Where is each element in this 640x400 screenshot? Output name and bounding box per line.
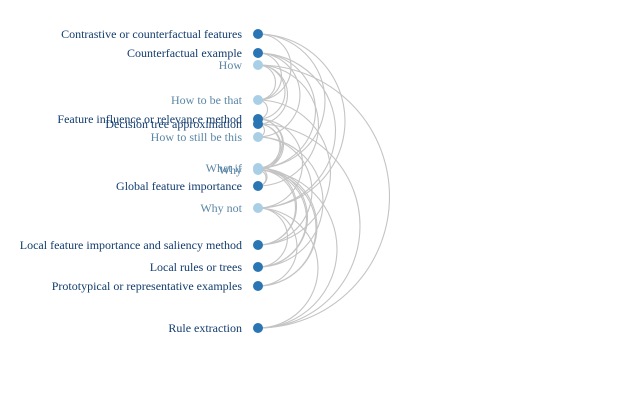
link-why_not-proto bbox=[257, 207, 298, 287]
node-cf_example bbox=[253, 48, 263, 58]
node-label-proto: Prototypical or representative examples bbox=[52, 279, 243, 293]
node-label-how_still: How to still be this bbox=[151, 130, 243, 144]
node-label-feat_infl: Feature influence or relevance method bbox=[57, 112, 242, 126]
link-cf_example-why_not bbox=[257, 52, 337, 209]
node-label-cf_features: Contrastive or counterfactual features bbox=[61, 27, 242, 41]
node-label-global_fi: Global feature importance bbox=[116, 179, 242, 193]
link-why-rule_ext bbox=[257, 169, 338, 329]
node-how_still bbox=[253, 132, 263, 142]
node-rule_ext bbox=[253, 323, 263, 333]
link-why-dt_approx bbox=[257, 123, 282, 171]
link-how_to_be-local_fi bbox=[257, 99, 331, 246]
node-label-what_if: What if bbox=[206, 161, 242, 175]
node-proto bbox=[253, 281, 263, 291]
node-global_fi bbox=[253, 181, 263, 191]
node-layer: Contrastive or counterfactual featuresCo… bbox=[20, 27, 263, 335]
link-cf_example-what_if bbox=[257, 52, 316, 169]
link-how-dt_approx bbox=[257, 64, 288, 125]
link-how-global_fi bbox=[257, 64, 320, 187]
link-why_not-local_rules bbox=[257, 207, 288, 268]
link-how-rule_ext bbox=[257, 64, 391, 329]
node-label-local_rules: Local rules or trees bbox=[150, 260, 243, 274]
node-how_to_be bbox=[253, 95, 263, 105]
link-dt_approx-rule_ext bbox=[257, 123, 361, 329]
link-how-how_to_be bbox=[257, 64, 277, 101]
node-why_not bbox=[253, 203, 263, 213]
node-label-dt_approx: Decision tree approximation bbox=[105, 117, 242, 131]
node-dt_approx bbox=[253, 119, 263, 129]
link-why-proto bbox=[257, 169, 317, 287]
node-how bbox=[253, 60, 263, 70]
link-cf_features-why_not bbox=[257, 33, 346, 209]
node-label-why_not: Why not bbox=[200, 201, 242, 215]
link-why_not-feat_infl bbox=[257, 118, 304, 209]
node-local_fi bbox=[253, 240, 263, 250]
link-how_still-local_fi bbox=[257, 136, 313, 246]
link-why-local_rules bbox=[257, 169, 307, 268]
node-label-why: Why bbox=[219, 163, 242, 177]
node-label-how_to_be: How to be that bbox=[171, 93, 243, 107]
node-local_rules bbox=[253, 262, 263, 272]
node-label-local_fi: Local feature importance and saliency me… bbox=[20, 238, 242, 252]
node-why bbox=[253, 165, 263, 175]
node-label-cf_example: Counterfactual example bbox=[127, 46, 242, 60]
link-why-local_fi bbox=[257, 169, 297, 246]
link-layer bbox=[257, 33, 391, 329]
node-label-how: How bbox=[219, 58, 243, 72]
node-cf_features bbox=[253, 29, 263, 39]
link-how_still-local_rules bbox=[257, 136, 324, 268]
link-cf_features-what_if bbox=[257, 33, 326, 169]
link-why_not-rule_ext bbox=[257, 207, 319, 329]
node-label-rule_ext: Rule extraction bbox=[168, 321, 242, 335]
link-cf_features-how_to_be bbox=[257, 33, 292, 101]
